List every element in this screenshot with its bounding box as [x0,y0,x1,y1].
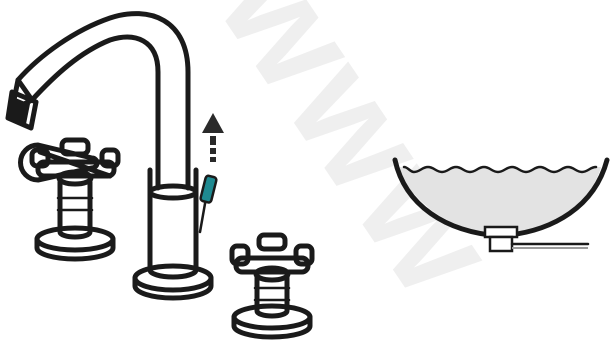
drain-body [488,235,514,253]
watermark-text: www [187,0,533,327]
arrow-up-icon [202,113,224,162]
faucet-body [5,11,214,301]
drain-lever [198,174,218,234]
drain-flange [483,225,519,239]
right-cross-handle [229,232,315,340]
watermark: www [187,0,533,327]
left-cross-handle [18,137,121,262]
lever-accent [199,174,218,204]
water-fill [398,167,601,232]
spout-aerator [9,97,30,124]
basin-icon [392,157,610,253]
water-surface [402,165,598,174]
